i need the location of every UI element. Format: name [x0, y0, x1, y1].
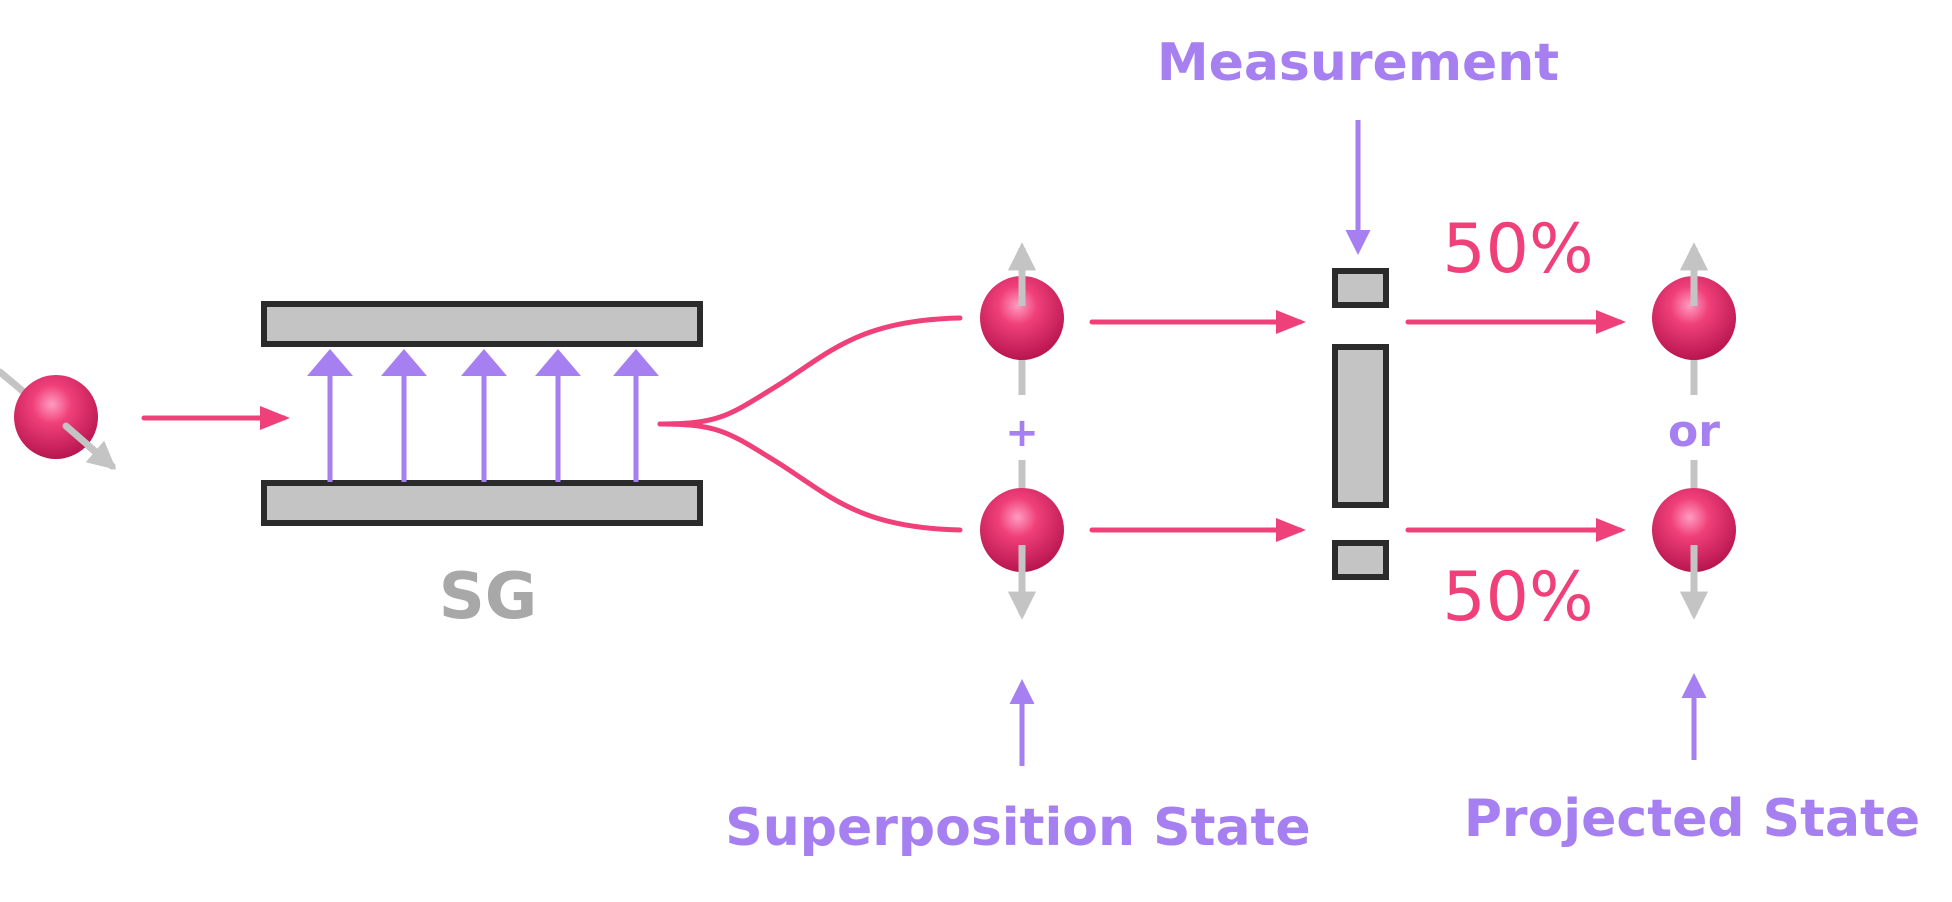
measurement-apparatus: Measurement: [1157, 33, 1559, 580]
or-label: or: [1668, 406, 1720, 457]
measurement-label: Measurement: [1157, 33, 1559, 93]
detector-bottom: [1332, 540, 1389, 580]
magnetic-field-arrows: [307, 349, 659, 482]
arrow-up-icon: [613, 349, 659, 376]
sg-top-plate: [261, 301, 703, 347]
arrow-up-icon: [535, 349, 581, 376]
sg-bottom-plate: [261, 480, 703, 526]
spin-arrow-tail: [62, 422, 117, 470]
beam-split: [657, 315, 963, 533]
plus-sign: +: [1005, 410, 1039, 456]
particle-ball: [980, 276, 1064, 360]
superposition-state-label: Superposition State: [725, 798, 1310, 858]
sg-apparatus: SG: [261, 301, 703, 634]
incoming-particle: [0, 368, 117, 470]
probability-top: 50%: [1442, 210, 1593, 289]
particle-ball: [1652, 276, 1736, 360]
detector-middle: [1332, 344, 1389, 508]
superposition-particles: +: [980, 242, 1064, 620]
projected-state-label: Projected State: [1464, 789, 1920, 849]
particle-ball: [1652, 488, 1736, 572]
arrow-up-icon: [307, 349, 353, 376]
arrow-up-icon: [461, 349, 507, 376]
projected-particles: or: [1652, 242, 1736, 620]
arrow-up-icon: [381, 349, 427, 376]
probability-bottom: 50%: [1442, 558, 1593, 637]
beam-lower: [657, 421, 963, 533]
beam-upper: [657, 315, 963, 427]
particle-ball: [980, 488, 1064, 572]
detector-top: [1332, 268, 1389, 308]
sg-label: SG: [439, 560, 538, 634]
